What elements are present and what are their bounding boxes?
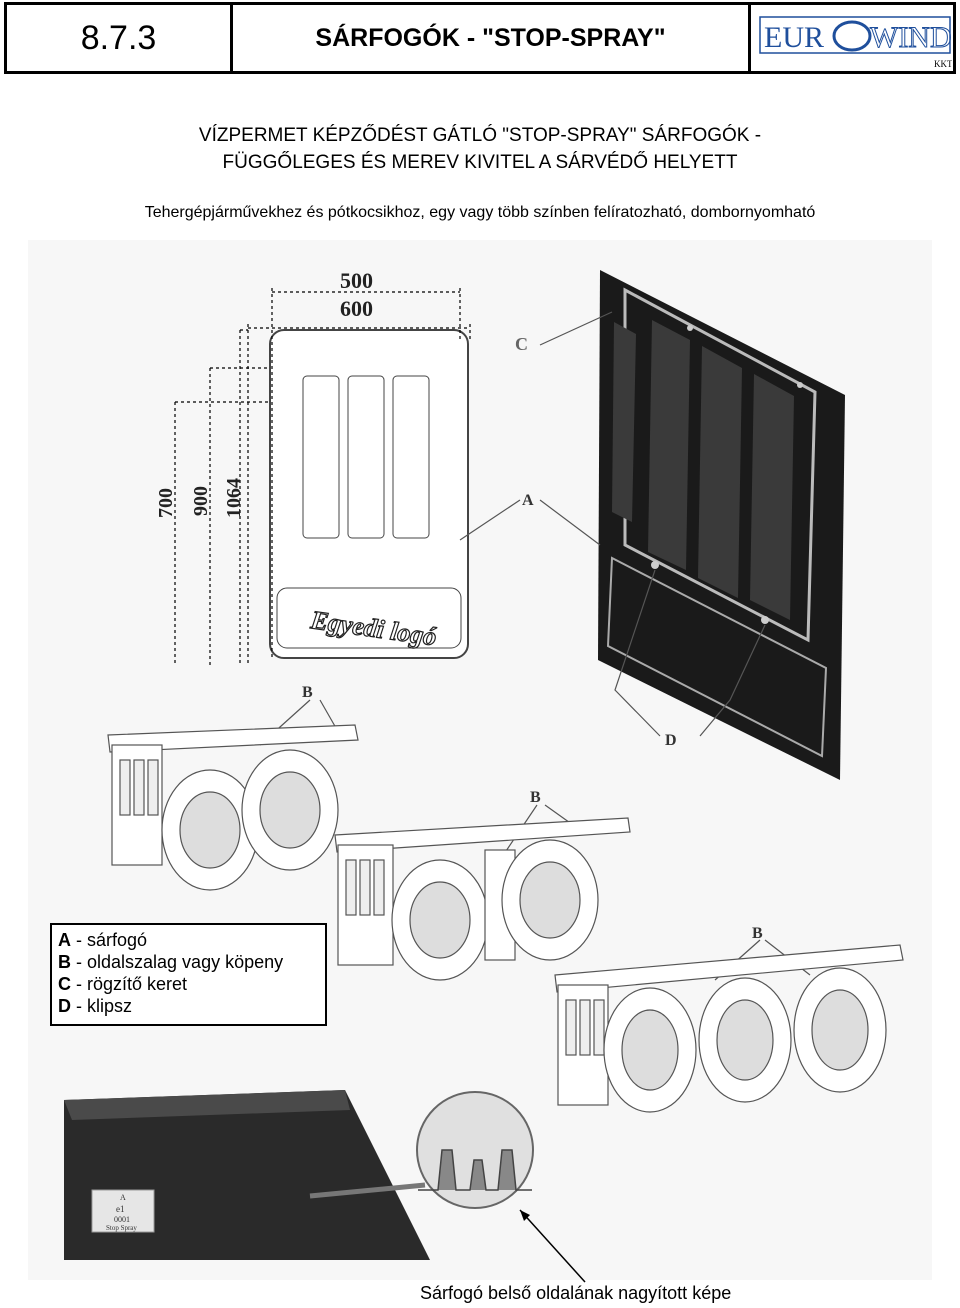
title-line-2: FÜGGŐLEGES ÉS MEREV KIVITEL A SÁRVÉDŐ HE… [222,152,738,173]
axle-illustration-triple [554,944,904,1113]
legend-box: A - sárfogó B - oldalszalag vagy köpeny … [50,923,327,1026]
mudflap-3d-illustration [598,270,845,780]
dim-900: 900 [190,486,212,516]
mudflap-dimension-drawing [174,288,471,665]
svg-text:WIND: WIND [870,21,952,54]
page-subtitle: Tehergépjárművekhez és pótkocsikhoz, egy… [144,204,816,221]
axle-illustration-double [334,817,631,981]
caption-arrow [519,1209,586,1283]
caption-arrowhead [520,1210,530,1221]
legend-item-b: B - oldalszalag vagy köpeny [58,952,284,972]
svg-text:KKT: KKT [934,59,952,69]
dim-500: 500 [340,268,373,293]
photo-caption: Sárfogó belső oldalának nagyított képe [420,1283,732,1303]
sticker-text-1: A [120,1193,126,1202]
section-title: SÁRFOGÓK - "STOP-SPRAY" [233,5,751,71]
label-a: A [522,492,534,509]
dim-600: 600 [340,296,373,321]
inner-side-photo: A e1 0001 Stop Spray [64,1090,430,1260]
section-number: 8.7.3 [7,5,233,71]
label-b-2: B [530,789,541,806]
magnified-circle [416,1091,534,1209]
sticker-text-3: 0001 [114,1215,130,1224]
label-b-3: B [752,925,763,942]
axle-illustration-single [107,724,359,891]
page-title: VÍZPERMET KÉPZŐDÉST GÁTLÓ "STOP-SPRAY" S… [0,122,960,176]
eurowind-logo: EUR WIND KKT [751,5,953,71]
sticker-text-2: e1 [116,1204,125,1214]
legend-item-a: A - sárfogó [58,930,148,950]
header-bar: 8.7.3 SÁRFOGÓK - "STOP-SPRAY" EUR WIND K… [4,2,956,74]
sticker-text-4: Stop Spray [106,1224,137,1232]
title-line-1: VÍZPERMET KÉPZŐDÉST GÁTLÓ "STOP-SPRAY" S… [198,125,762,146]
legend-item-c: C - rögzítő keret [58,974,188,994]
dim-1064: 1064 [223,478,245,518]
svg-text:EUR: EUR [764,21,824,54]
dim-700: 700 [155,488,177,518]
label-c: C [515,334,528,354]
legend-item-d: D - klipsz [58,996,133,1016]
label-d: D [665,732,677,749]
label-b-1: B [302,684,313,701]
zoom-arrow [309,1182,426,1199]
